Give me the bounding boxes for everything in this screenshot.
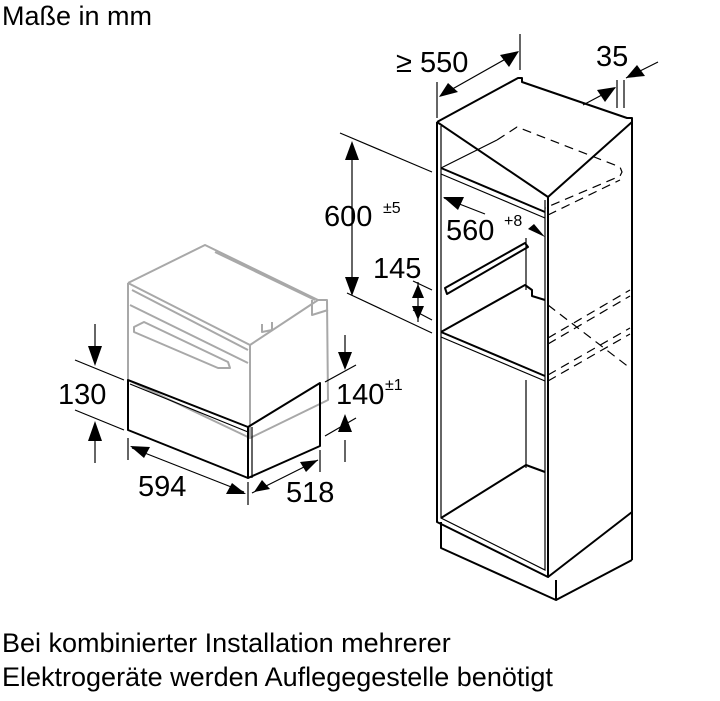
dimension-shelf-offset: 145 <box>373 253 433 322</box>
appliance-ghost <box>127 244 329 439</box>
dimension-niche-height: 600 ±5 <box>324 132 433 334</box>
dim-label-518: 518 <box>286 477 334 509</box>
units-title: Maße in mm <box>2 1 153 31</box>
dim-tolerance-560: +8 <box>504 213 522 230</box>
dimension-drawer-height-side: 140 ±1 <box>324 335 403 462</box>
dim-label-600: 600 <box>324 201 372 233</box>
dim-label-560: 560 <box>446 215 494 247</box>
cabinet-hidden-lines <box>496 126 631 382</box>
dimension-drawer-width: 594 <box>127 438 249 505</box>
dim-label-35: 35 <box>596 41 628 73</box>
tall-cabinet <box>436 77 633 601</box>
dim-tolerance-600: ±5 <box>383 200 401 217</box>
installation-note-line-1: Bei kombinierter Installation mehrerer <box>2 628 451 658</box>
dim-label-550: ≥ 550 <box>396 47 468 79</box>
warming-drawer <box>127 379 321 479</box>
dim-label-130: 130 <box>58 379 106 411</box>
dim-label-140: 140 <box>336 379 384 411</box>
dim-label-594: 594 <box>138 471 186 503</box>
dimension-niche-depth: ≥ 550 <box>396 34 521 118</box>
installation-note-line-2: Elektrogeräte werden Auflegegestelle ben… <box>2 662 553 692</box>
dimension-niche-width: 560 +8 <box>443 197 545 247</box>
dimension-drawer-height-front: 130 <box>58 324 125 463</box>
installation-note: Bei kombinierter Installation mehrerer E… <box>2 626 553 694</box>
dimension-back-gap: 35 <box>582 41 659 108</box>
dim-label-145: 145 <box>373 253 421 285</box>
dim-tolerance-140: ±1 <box>385 377 403 394</box>
dimension-drawer-depth: 518 <box>251 450 334 509</box>
